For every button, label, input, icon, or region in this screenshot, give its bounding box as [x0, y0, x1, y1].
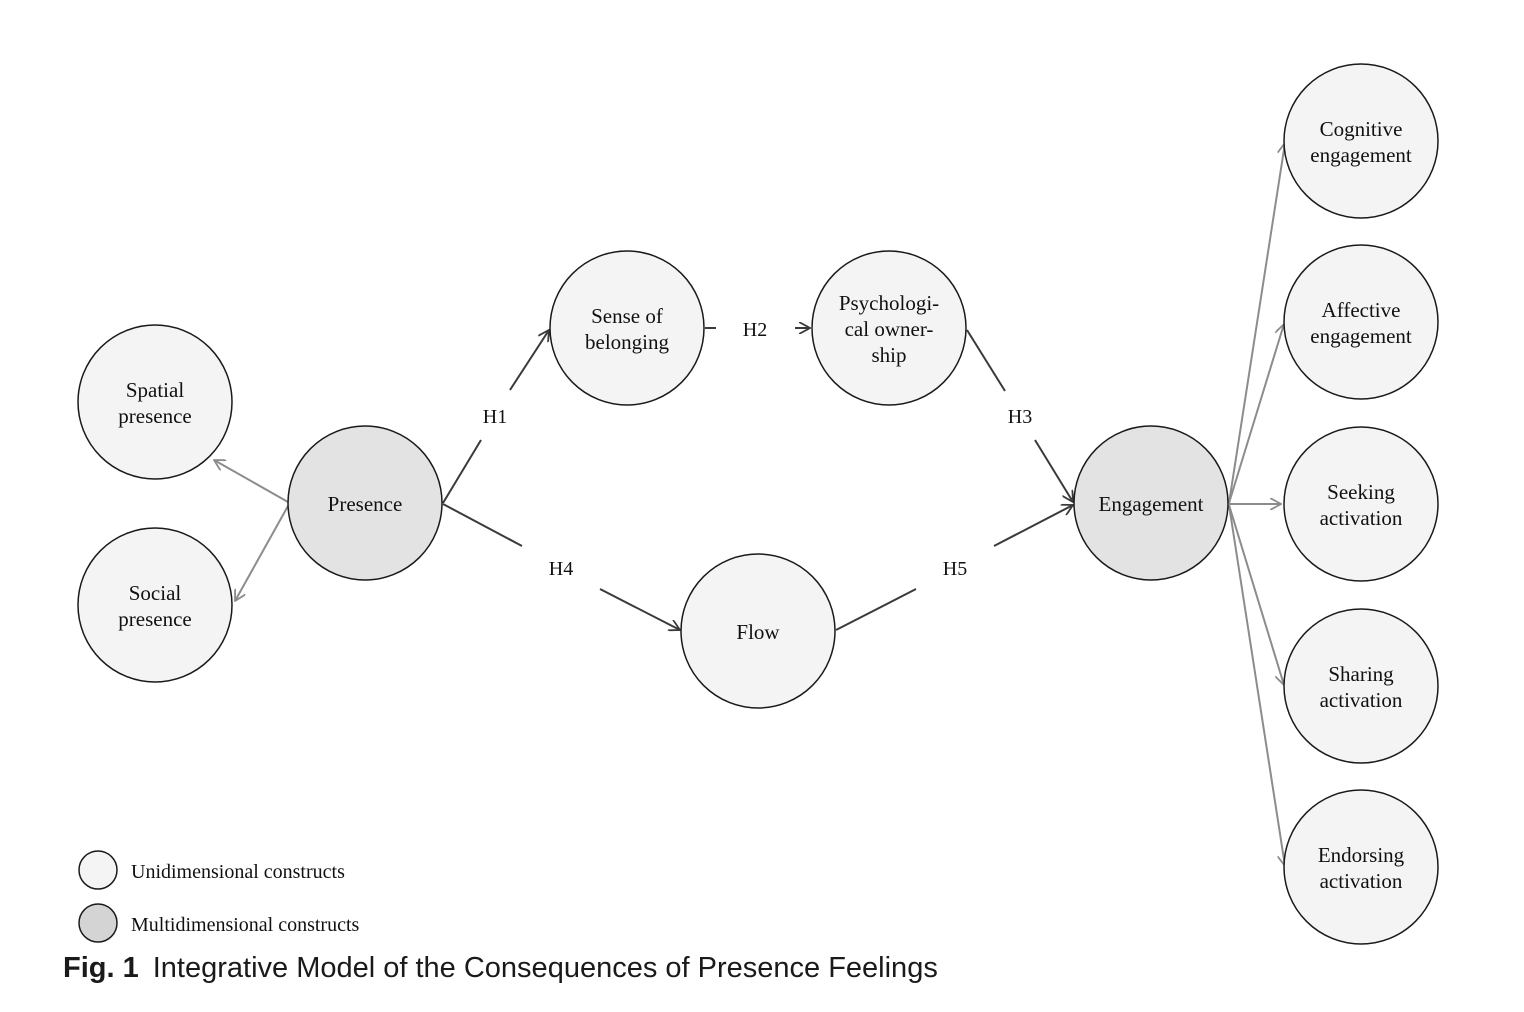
legend-multidimensional-swatch: [78, 903, 118, 943]
node-label-line: Seeking: [1327, 480, 1395, 504]
arrow-h1-upper: [509, 330, 549, 391]
node-label-line: Flow: [736, 620, 780, 644]
arrow-engagement-to-sharing: [1228, 504, 1284, 685]
node-label-line: activation: [1320, 688, 1403, 712]
node-spatial-presence-circle: [77, 324, 233, 480]
presence-dimension-paths: [214, 460, 289, 601]
node-flow-circle: [680, 553, 836, 709]
node-label-line: cal owner-: [845, 317, 934, 341]
arrow-engagement-to-affective: [1228, 324, 1284, 504]
svg-text:Engagement: Engagement: [1099, 492, 1204, 516]
node-social-presence-circle: [77, 527, 233, 683]
hypothesis-label-h4: H4: [549, 558, 573, 580]
node-flow: Flow: [680, 553, 836, 709]
node-label-line: activation: [1320, 869, 1403, 893]
node-label-line: ship: [871, 343, 906, 367]
node-psychological-ownership: Psychologi-cal owner-ship: [811, 250, 967, 406]
arrow-h4-right: [599, 588, 680, 630]
svg-text:Presence: Presence: [328, 492, 403, 516]
hypothesis-label-h1: H1: [483, 406, 507, 428]
legend-unidimensional-label: Unidimensional constructs: [131, 861, 345, 883]
node-cognitive-engagement-circle: [1283, 63, 1439, 219]
node-label-line: Cognitive: [1320, 117, 1403, 141]
node-label-line: activation: [1320, 506, 1403, 530]
node-label-line: engagement: [1310, 143, 1412, 167]
node-label-line: Engagement: [1099, 492, 1204, 516]
node-label-line: belonging: [585, 330, 669, 354]
node-label-line: Social: [129, 581, 182, 605]
legend: Unidimensional constructs Multidimension…: [78, 850, 360, 943]
hypothesis-label-h2: H2: [743, 319, 767, 341]
path-h4-left: [442, 503, 523, 547]
figure-caption: Fig. 1 Integrative Model of the Consequen…: [63, 952, 938, 985]
arrow-h5-right: [993, 505, 1073, 547]
figure-caption-text: Integrative Model of the Consequences of…: [152, 952, 938, 984]
node-affective-engagement-circle: [1283, 244, 1439, 400]
legend-unidimensional-swatch: [78, 850, 118, 890]
svg-text:Flow: Flow: [736, 620, 780, 644]
arrow-presence-to-social: [235, 505, 289, 601]
legend-multidimensional-label: Multidimensional constructs: [131, 914, 360, 936]
engagement-dimension-paths: [1228, 143, 1285, 866]
arrow-engagement-to-cognitive: [1228, 143, 1285, 504]
node-label-line: presence: [118, 404, 191, 428]
node-label-line: Psychologi-: [839, 291, 939, 315]
arrow-presence-to-spatial: [214, 460, 289, 503]
node-label-line: engagement: [1310, 324, 1412, 348]
node-label-line: Presence: [328, 492, 403, 516]
node-label-line: Affective: [1322, 298, 1401, 322]
hypothesis-label-h3: H3: [1008, 406, 1032, 428]
node-label-line: Sense of: [591, 304, 663, 328]
hypothesis-label-h5: H5: [943, 558, 967, 580]
node-psychological-ownership-circle: [811, 250, 967, 406]
node-presence-circle: [287, 425, 443, 581]
node-engagement-circle: [1073, 425, 1229, 581]
arrow-engagement-to-endorsing: [1228, 504, 1285, 866]
node-endorsing-activation-circle: [1283, 789, 1439, 945]
svg-text:Psychologi-cal owner-ship: Psychologi-cal owner-ship: [839, 291, 939, 367]
node-sense-of-belonging-circle: [549, 250, 705, 406]
arrow-h3-lower: [1034, 439, 1073, 502]
node-label-line: Spatial: [126, 378, 184, 402]
figure-caption-label: Fig. 1: [63, 952, 139, 984]
path-h5-left: [835, 588, 917, 631]
node-label-line: Endorsing: [1318, 843, 1405, 867]
node-label-line: presence: [118, 607, 191, 631]
path-h3-upper: [966, 329, 1006, 392]
path-h1-lower: [442, 439, 482, 504]
node-seeking-activation-circle: [1283, 426, 1439, 582]
node-sharing-activation-circle: [1283, 608, 1439, 764]
node-presence: Presence: [287, 425, 443, 581]
node-label-line: Sharing: [1328, 662, 1394, 686]
node-engagement: Engagement: [1073, 425, 1229, 581]
hypothesis-paths: [442, 328, 1073, 631]
